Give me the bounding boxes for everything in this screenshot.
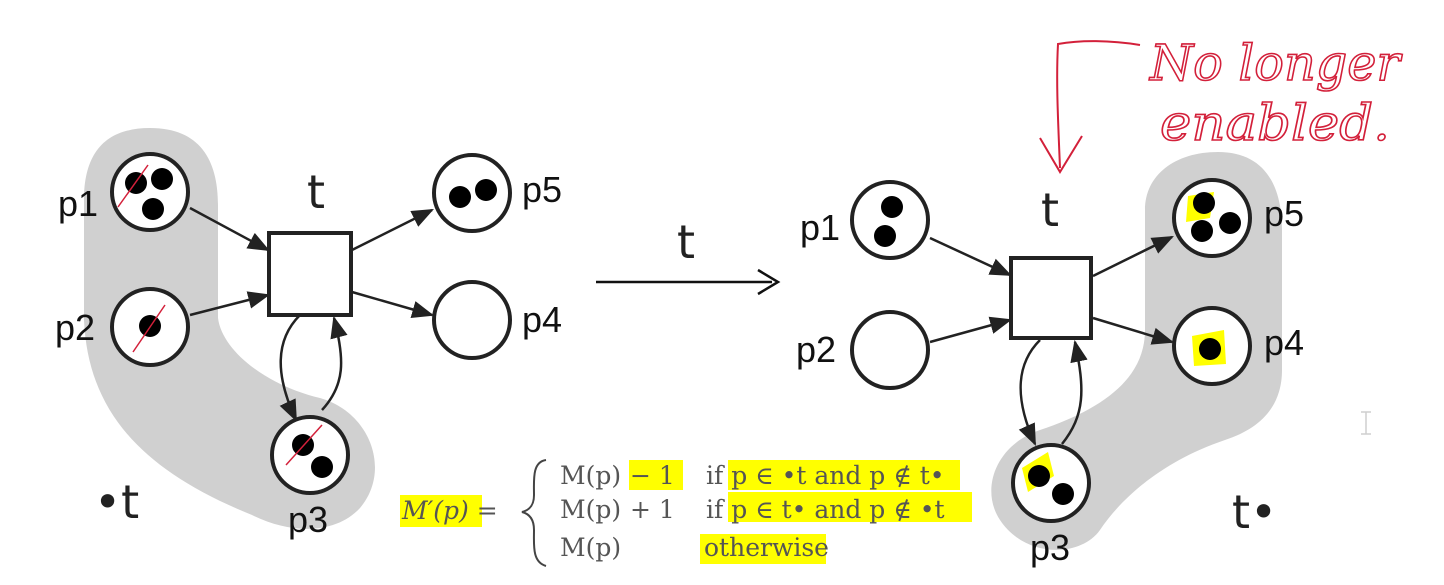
place-label-p3: p3 (288, 499, 328, 540)
arc-p2-t (929, 316, 1013, 344)
token (1052, 483, 1074, 505)
tokens-p3 (1028, 465, 1074, 505)
place-p3 (270, 415, 350, 495)
token (151, 168, 173, 190)
place-p4 (432, 280, 512, 360)
text-cursor-icon (1361, 411, 1371, 435)
place-p5 (432, 153, 512, 233)
postset-label: t• (1232, 485, 1277, 539)
arc-p1-t (189, 206, 270, 252)
place-label-p3: p3 (1030, 527, 1070, 568)
formula-row1-expr: M(p) (560, 461, 621, 490)
hl-cond3 (700, 534, 826, 564)
arc-p3-t (1061, 339, 1088, 445)
tokens-p5 (1191, 192, 1241, 242)
tokens-p3 (285, 424, 333, 478)
firing-arrow: t (596, 215, 781, 296)
arc-t-p3 (279, 314, 301, 422)
arc-p3-t (321, 315, 348, 411)
token (1191, 220, 1213, 242)
formula-row3-cond: otherwise (704, 533, 829, 562)
place-p2 (850, 310, 930, 390)
hl-cond2 (728, 492, 972, 522)
tokens-p1 (117, 164, 173, 220)
place-label-p2: p2 (796, 329, 836, 370)
annotation-text: No longer (1149, 34, 1403, 92)
formula-row2-delta: + 1 (630, 495, 675, 524)
left-net: t p1 p2 p3 p5 p4 (55, 128, 562, 540)
arc-t-p4 (1092, 316, 1175, 345)
token (874, 225, 896, 247)
token (475, 179, 497, 201)
annotation-text-line2: enabled. (1160, 94, 1390, 152)
transition-label: t (1041, 183, 1059, 237)
formula-row2-cond: if p ∈ t• and p ∉ •t (706, 495, 945, 524)
place-label-p4: p4 (522, 299, 562, 340)
marking-formula: M′(p) = M(p) − 1 if p ∈ •t and p ∉ t• M(… (400, 459, 972, 567)
tokens-p1 (874, 196, 903, 247)
arc-p2-t (189, 291, 271, 317)
place-p1 (850, 180, 930, 260)
token (311, 456, 333, 478)
tokens-p2 (132, 304, 166, 353)
formula-lhs: M′(p) = (401, 496, 498, 525)
token (142, 198, 164, 220)
formula-row3-expr: M(p) (560, 533, 621, 562)
place-p3 (1011, 443, 1091, 523)
token (1193, 192, 1215, 214)
formula-row1-cond: if p ∈ •t and p ∉ t• (706, 461, 945, 490)
place-label-p1: p1 (800, 207, 840, 248)
tokens-p4 (1199, 338, 1221, 360)
strike-mark (285, 424, 323, 466)
formula-brace (521, 459, 547, 567)
token (881, 196, 903, 218)
strike-mark (132, 304, 166, 353)
hl-minus1 (629, 460, 683, 490)
token (1219, 212, 1241, 234)
tokens-p5 (449, 179, 497, 208)
formula-row1-delta: − 1 (630, 461, 675, 490)
handwritten-annotation: No longer enabled. (1039, 33, 1404, 174)
place-label-p5: p5 (1264, 193, 1304, 234)
firing-arrow-label: t (677, 215, 695, 269)
arc-t-p4 (351, 290, 435, 318)
transition-label: t (307, 165, 325, 219)
arc-t-p5 (1092, 235, 1174, 278)
place-label-p1: p1 (58, 183, 98, 224)
place-label-p5: p5 (522, 169, 562, 210)
preset-label: •t (94, 475, 139, 529)
arc-t-p3 (1018, 339, 1041, 447)
transition-t (267, 231, 353, 317)
hl-lhs (400, 495, 482, 527)
arc-p1-t (929, 236, 1012, 277)
place-label-p2: p2 (55, 307, 95, 348)
arc-t-p5 (351, 208, 434, 252)
formula-row2-expr: M(p) (560, 495, 621, 524)
hl-cond1 (728, 460, 960, 490)
place-label-p4: p4 (1264, 322, 1304, 363)
strike-mark (117, 164, 149, 208)
token (1199, 338, 1221, 360)
right-net: t p1 p2 p3 p5 p4 (796, 152, 1304, 568)
token (449, 186, 471, 208)
annotation-arrow (1039, 40, 1141, 174)
transition-t (1009, 256, 1093, 340)
token (1028, 465, 1050, 487)
